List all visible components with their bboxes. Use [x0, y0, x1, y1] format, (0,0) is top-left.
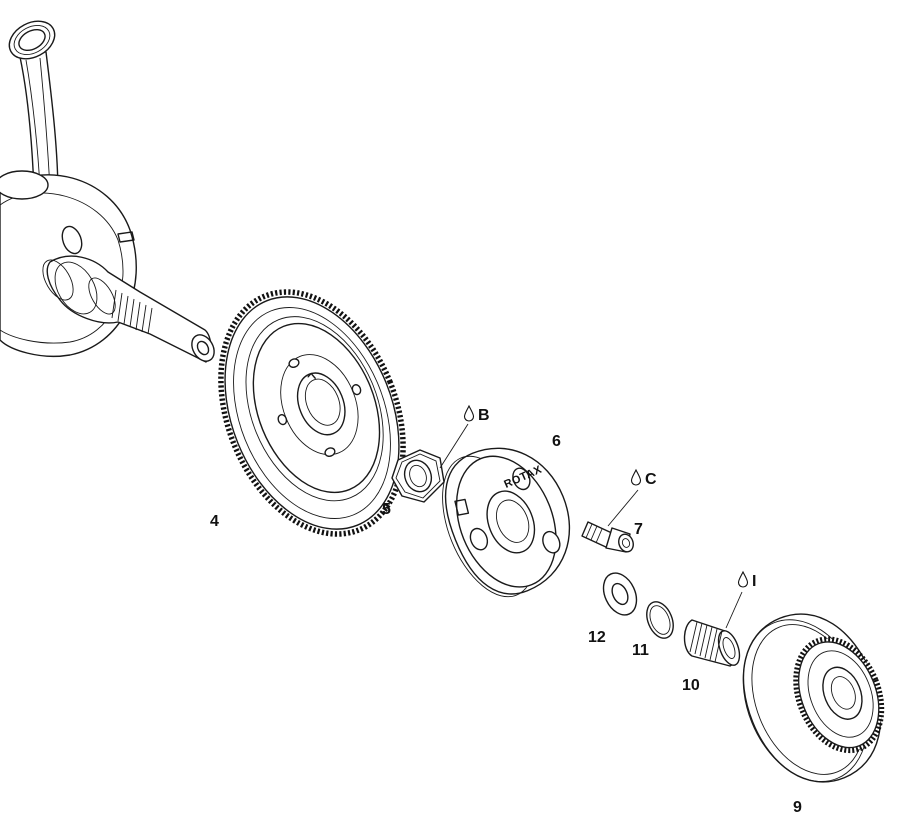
part-11-ring — [646, 601, 674, 639]
part-label-7: 7 — [634, 521, 643, 538]
part-label-4: 4 — [210, 513, 219, 530]
lube-label-i: I — [752, 573, 756, 590]
part-10-needle-bearing — [683, 619, 741, 667]
part-6-freewheel-hub — [442, 447, 571, 598]
part-9-gear-drum — [742, 613, 885, 783]
part-5-hex-nut — [391, 449, 445, 503]
part-label-12: 12 — [588, 629, 606, 646]
part-12-washer — [602, 572, 638, 616]
part-label-6: 6 — [552, 433, 561, 450]
part-4-starter-gear — [218, 289, 406, 537]
lube-label-b: B — [478, 407, 490, 424]
drop-icon — [630, 469, 642, 486]
crankshaft — [0, 20, 215, 363]
leader-lines — [439, 423, 743, 629]
part-label-11: 11 — [632, 642, 649, 659]
part-7-bolt — [581, 521, 634, 553]
part-label-10: 10 — [682, 677, 700, 694]
lube-label-c: C — [645, 471, 657, 488]
part-label-9: 9 — [793, 799, 802, 816]
drop-icon — [737, 571, 749, 588]
part-label-5: 5 — [382, 501, 391, 518]
drop-icon — [463, 405, 475, 422]
